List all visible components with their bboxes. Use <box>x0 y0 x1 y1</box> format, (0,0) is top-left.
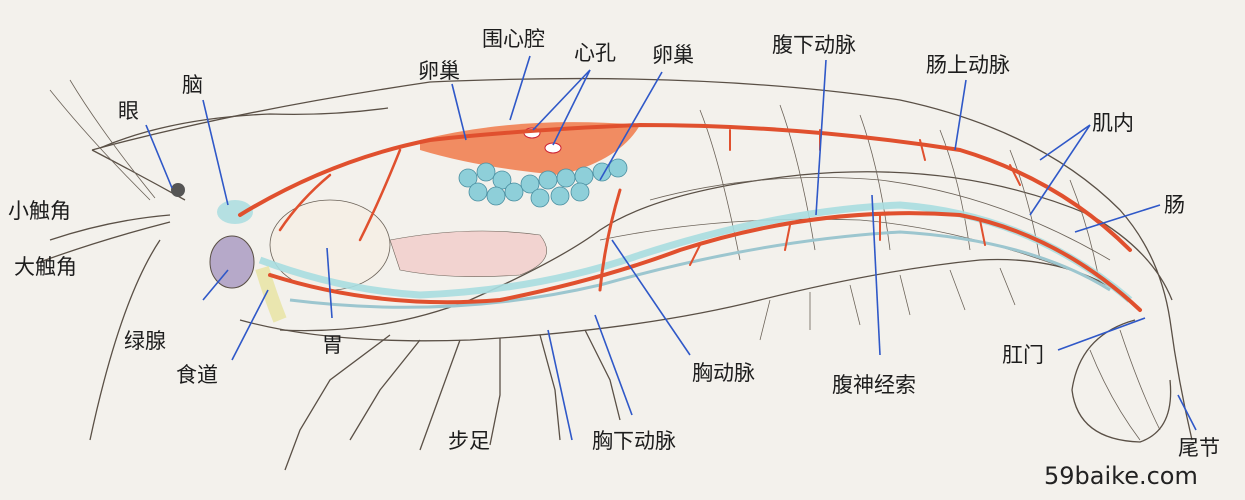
label-esophagus: 食道 <box>176 363 218 387</box>
nerve-cord <box>289 230 1111 309</box>
gut <box>258 201 1133 303</box>
label-muscle: 肌内 <box>1092 111 1134 135</box>
label-walking-legs: 步足 <box>448 429 490 453</box>
esophagus-shape <box>255 266 287 323</box>
ostium-2 <box>544 142 562 154</box>
green-gland-shape <box>209 235 255 289</box>
label-ventral-nerve-cord: 腹神经索 <box>832 373 916 397</box>
abdominal-segments <box>599 104 1121 291</box>
thoracic-artery-line <box>598 188 622 292</box>
rostrum <box>99 107 389 149</box>
tail-fan <box>1071 319 1172 443</box>
arteries <box>238 122 1142 312</box>
labels: 眼 脑 小触角 大触角 绿腺 食道 胃 卵巢 围心腔 心孔 卵巢 腹下动脉 肠上… <box>8 27 1220 490</box>
hepatopancreas <box>389 230 547 277</box>
subintestinal-artery <box>268 211 1142 312</box>
label-ovary-left: 卵巢 <box>418 59 460 83</box>
label-heart-ostium: 心孔 <box>574 41 616 65</box>
label-large-antenna: 大触角 <box>14 255 77 279</box>
antennae <box>39 79 171 441</box>
eye-shape <box>171 183 185 197</box>
label-subthoracic-artery: 胸下动脉 <box>592 429 676 453</box>
label-telson: 尾节 <box>1178 436 1220 460</box>
label-pericardial-cavity: 围心腔 <box>482 27 545 51</box>
leader-lines <box>145 55 1197 441</box>
label-ovary-right: 卵巢 <box>652 43 694 67</box>
label-eye: 眼 <box>118 99 139 123</box>
label-brain: 脑 <box>182 73 203 97</box>
brain-shape <box>217 200 253 224</box>
label-intestine: 肠 <box>1164 193 1185 217</box>
ovary-cluster <box>458 158 628 208</box>
label-ventral-artery: 腹下动脉 <box>772 33 856 57</box>
ventral-outline <box>239 258 1131 342</box>
swimmerets <box>759 267 1016 341</box>
label-small-antenna: 小触角 <box>8 199 71 223</box>
label-thoracic-artery: 胸动脉 <box>692 361 755 385</box>
watermark: 59baike.com <box>1044 462 1198 490</box>
carapace-outline <box>91 77 1193 441</box>
walking-legs <box>284 329 621 471</box>
label-anus: 肛门 <box>1002 343 1044 367</box>
label-dorsal-intestinal-artery: 肠上动脉 <box>926 53 1010 77</box>
label-stomach: 胃 <box>322 333 343 357</box>
shrimp-body <box>39 77 1193 471</box>
label-green-gland: 绿腺 <box>124 329 166 353</box>
